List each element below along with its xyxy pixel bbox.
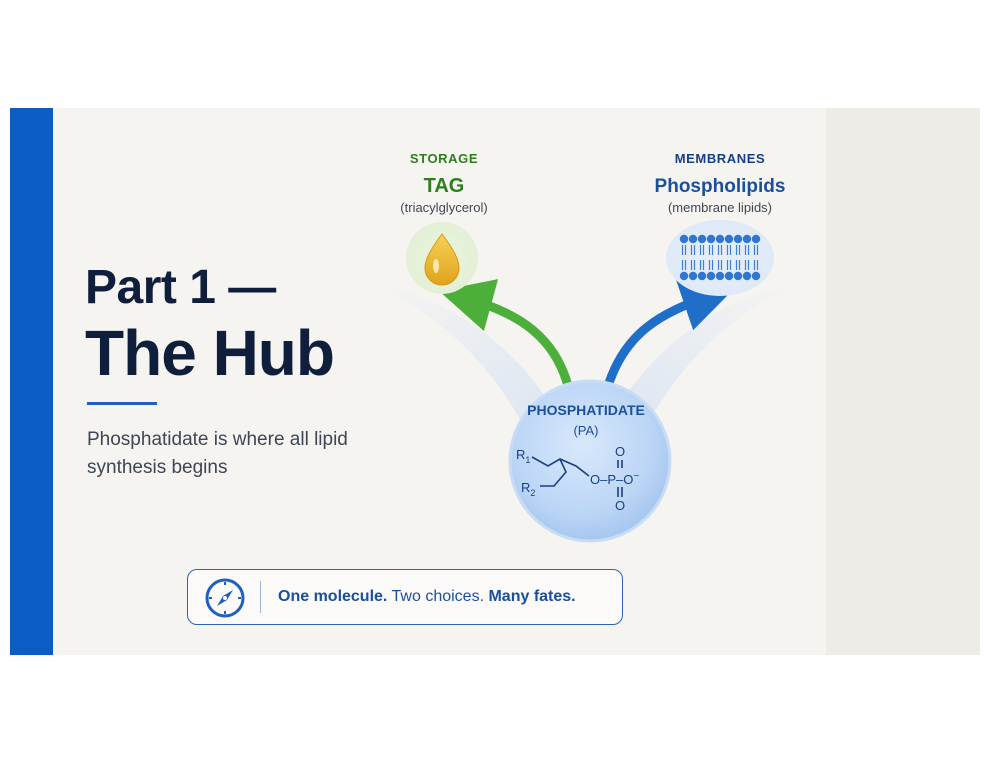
title-underline (87, 402, 157, 405)
lipid-head (706, 271, 716, 281)
pa-oxygen-top: O (615, 444, 625, 459)
callout-box: One molecule. Two choices. Many fates. (187, 569, 623, 625)
callout-part-1: One molecule. (278, 588, 388, 605)
haze-right (600, 283, 800, 438)
storage-arrow (438, 279, 573, 391)
lipid-head (724, 234, 734, 244)
membrane-arrow (603, 279, 736, 391)
haze-left (370, 283, 570, 438)
lipid-bilayer-icon (679, 234, 761, 281)
oil-drop-highlight (433, 259, 439, 273)
lipid-head (733, 234, 743, 244)
hub-circle (508, 379, 672, 543)
storage-full-name: (triacylglycerol) (400, 200, 487, 215)
storage-category: STORAGE (410, 151, 478, 166)
callout-part-3: Many fates. (488, 588, 576, 605)
callout-part-2: Two choices. (387, 588, 489, 605)
title-line-2: The Hub (85, 317, 335, 389)
membranes-name: Phospholipids (655, 176, 786, 197)
callout-divider (260, 581, 261, 613)
lipid-head (715, 234, 725, 244)
lipid-head (679, 271, 689, 281)
oil-drop-icon (424, 233, 460, 286)
storage-name: TAG (424, 175, 465, 197)
pa-phosphate: O–P–O− (590, 471, 639, 487)
hub-abbr: (PA) (573, 423, 598, 438)
subtitle: Phosphatidate is where all lipid synthes… (87, 429, 348, 478)
hub-name: PHOSPHATIDATE (527, 402, 645, 418)
membranes-full-name: (membrane lipids) (668, 200, 772, 215)
membranes-category: MEMBRANES (675, 151, 766, 166)
lipid-head (679, 234, 689, 244)
lipid-head (733, 271, 743, 281)
title-line-1: Part 1 — (85, 261, 276, 314)
lipid-head (715, 271, 725, 281)
lipid-head (742, 271, 752, 281)
lipid-bilayer-glow (666, 220, 774, 296)
lipid-hub-diagram: STORAGE TAG (triacylglycerol) MEMBRANES … (370, 151, 800, 543)
callout-message: One molecule. Two choices. Many fates. (278, 588, 576, 606)
pa-r2: R2 (521, 480, 535, 498)
lipid-head (706, 234, 716, 244)
lipid-head (697, 271, 707, 281)
lipid-head (688, 271, 698, 281)
accent-bar (10, 108, 53, 655)
lipid-head (688, 234, 698, 244)
lipid-head (742, 234, 752, 244)
lipid-head (751, 234, 761, 244)
right-panel (826, 108, 980, 655)
pa-r1: R1 (516, 447, 530, 465)
slide: Part 1 — The Hub Phosphatidate is where … (10, 108, 980, 655)
lipid-head (724, 271, 734, 281)
lipid-head (751, 271, 761, 281)
compass-icon (205, 578, 245, 618)
pa-oxygen-bottom: O (615, 498, 625, 513)
pa-structure (531, 456, 623, 497)
lipid-head (697, 234, 707, 244)
